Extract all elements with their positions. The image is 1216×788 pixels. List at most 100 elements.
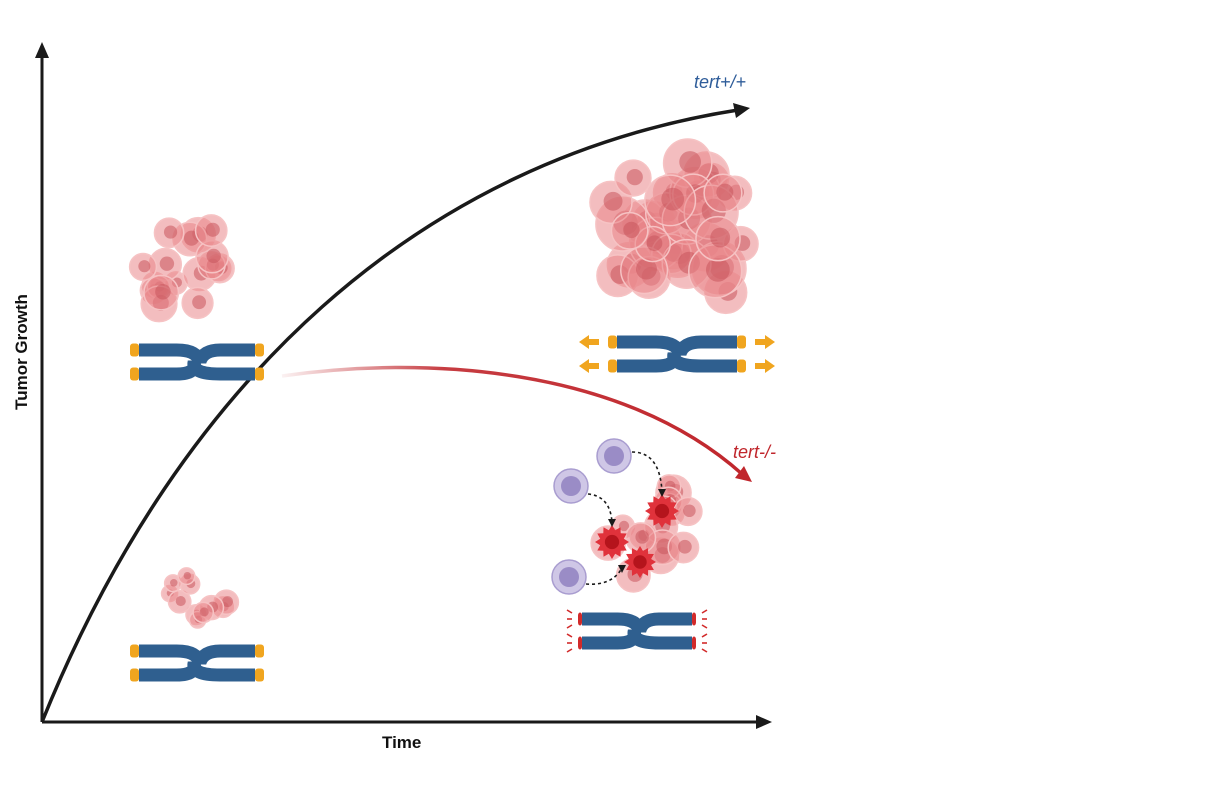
immune-attack-arrowhead [618, 565, 626, 573]
telomere-damage-mark [701, 633, 708, 638]
chromosome-knockout-shortened [566, 609, 708, 653]
x-axis-arrowhead [756, 715, 772, 729]
chromatid-upper [617, 335, 737, 357]
tumor-cell-nucleus [159, 256, 175, 271]
knockout-growth-curve [281, 365, 752, 482]
telomere-damage-mark [701, 624, 708, 629]
telomere-cap [130, 668, 139, 682]
apoptotic-tumor-cell [645, 494, 679, 528]
tumor-cell-nucleus [678, 539, 692, 554]
tumor-cell-nucleus [175, 596, 186, 607]
telomere-damage-mark [566, 633, 573, 638]
tumor-early-small [160, 567, 240, 629]
tumor-cell-nucleus [205, 222, 220, 237]
tumor-cell-nucleus [635, 530, 649, 544]
immune-cell [551, 559, 626, 595]
telomere-elongation-arrow [755, 359, 775, 373]
apoptotic-tumor-cell [624, 546, 656, 578]
immune-attack-arrowhead [658, 489, 666, 497]
telomere-cap [737, 359, 746, 373]
telomere-cap [255, 668, 264, 682]
x-axis [42, 715, 772, 729]
tumor-cell-nucleus [705, 257, 730, 282]
telomere-damage-mark [566, 648, 573, 653]
tumor-cell-nucleus [679, 151, 701, 173]
chromatid-lower [617, 352, 737, 373]
telomere-cap [255, 367, 264, 381]
telomere-damage-mark [566, 624, 573, 629]
telomere-cap [130, 367, 139, 381]
telomere-cap [578, 612, 582, 626]
chromatid-upper [582, 612, 692, 634]
chromatid-upper [139, 644, 255, 666]
telomere-cap [608, 359, 617, 373]
apoptotic-cell-nucleus [604, 534, 620, 550]
x-axis-label: Time [382, 733, 422, 752]
telomere-elongation-arrow [579, 359, 599, 373]
immune-cell [596, 438, 666, 497]
wildtype-curve-arrowhead [733, 103, 750, 118]
tumor-cell-nucleus [206, 248, 221, 264]
telomere-elongation-arrow [755, 335, 775, 349]
tumor-cell-nucleus [222, 596, 233, 608]
immune-attack-arrow [585, 567, 623, 585]
wildtype-curve-label: tert+/+ [694, 72, 747, 92]
telomere-cap [255, 343, 264, 357]
tumor-cell-nucleus [635, 258, 657, 280]
tumor-cell-nucleus [623, 221, 640, 239]
tumor-cell-nucleus [192, 295, 207, 310]
immune-attack-arrowhead [608, 519, 616, 527]
knockout-curve-arrowhead [735, 466, 752, 482]
y-axis [35, 42, 49, 722]
telomere-cap [692, 636, 696, 650]
immune-cell [553, 468, 616, 527]
telomere-elongation-arrow [579, 335, 599, 349]
chromosome-mid [130, 343, 264, 381]
chromatid-lower [582, 629, 692, 650]
tumor-cell-nucleus [710, 227, 731, 248]
apoptotic-tumor-cell [595, 525, 629, 559]
apoptotic-cell-nucleus [654, 503, 670, 519]
tumor-large-wildtype [589, 138, 759, 315]
immune-cell-nucleus [604, 446, 624, 466]
tumor-cell-nucleus [646, 235, 663, 252]
telomere-cap [130, 644, 139, 658]
knockout-curve-label: tert-/- [733, 442, 776, 462]
wildtype-growth-curve [40, 103, 750, 723]
telomere-cap [608, 335, 617, 349]
tumor-cell-nucleus [661, 187, 685, 211]
chromosome-early [130, 644, 264, 682]
tumor-cell-nucleus [138, 260, 151, 273]
chromatid-upper [139, 343, 255, 365]
tumor-mid [128, 214, 235, 323]
immune-cell-nucleus [561, 476, 581, 496]
telomere-cap [692, 612, 696, 626]
y-axis-label: Tumor Growth [12, 294, 31, 410]
immune-attack-arrow [587, 493, 613, 523]
telomere-damage-mark [566, 609, 573, 614]
telomere-cap [255, 644, 264, 658]
apoptotic-cell-nucleus [633, 555, 647, 569]
chromatid-lower [139, 661, 255, 682]
tumor-cell-nucleus [170, 579, 178, 587]
tumor-cell-nucleus [683, 504, 696, 518]
tumor-cell-nucleus [626, 169, 643, 186]
y-axis-arrowhead [35, 42, 49, 58]
chromosome-wildtype-elongating [579, 335, 775, 373]
tumor-cell-nucleus [618, 520, 630, 532]
telomere-cap [737, 335, 746, 349]
immune-attack-arrow [631, 451, 663, 493]
tumor-cell-nucleus [199, 607, 209, 617]
telomere-damage-mark [701, 609, 708, 614]
chromatid-lower [139, 360, 255, 381]
immune-cell-nucleus [559, 567, 579, 587]
tumor-cell-nucleus [183, 571, 192, 580]
tumor-cell-nucleus [603, 191, 623, 211]
tumor-cell-nucleus [716, 183, 734, 201]
telomere-damage-mark [701, 648, 708, 653]
telomere-cap [130, 343, 139, 357]
tumor-cell-nucleus [163, 225, 178, 239]
telomere-cap [578, 636, 582, 650]
